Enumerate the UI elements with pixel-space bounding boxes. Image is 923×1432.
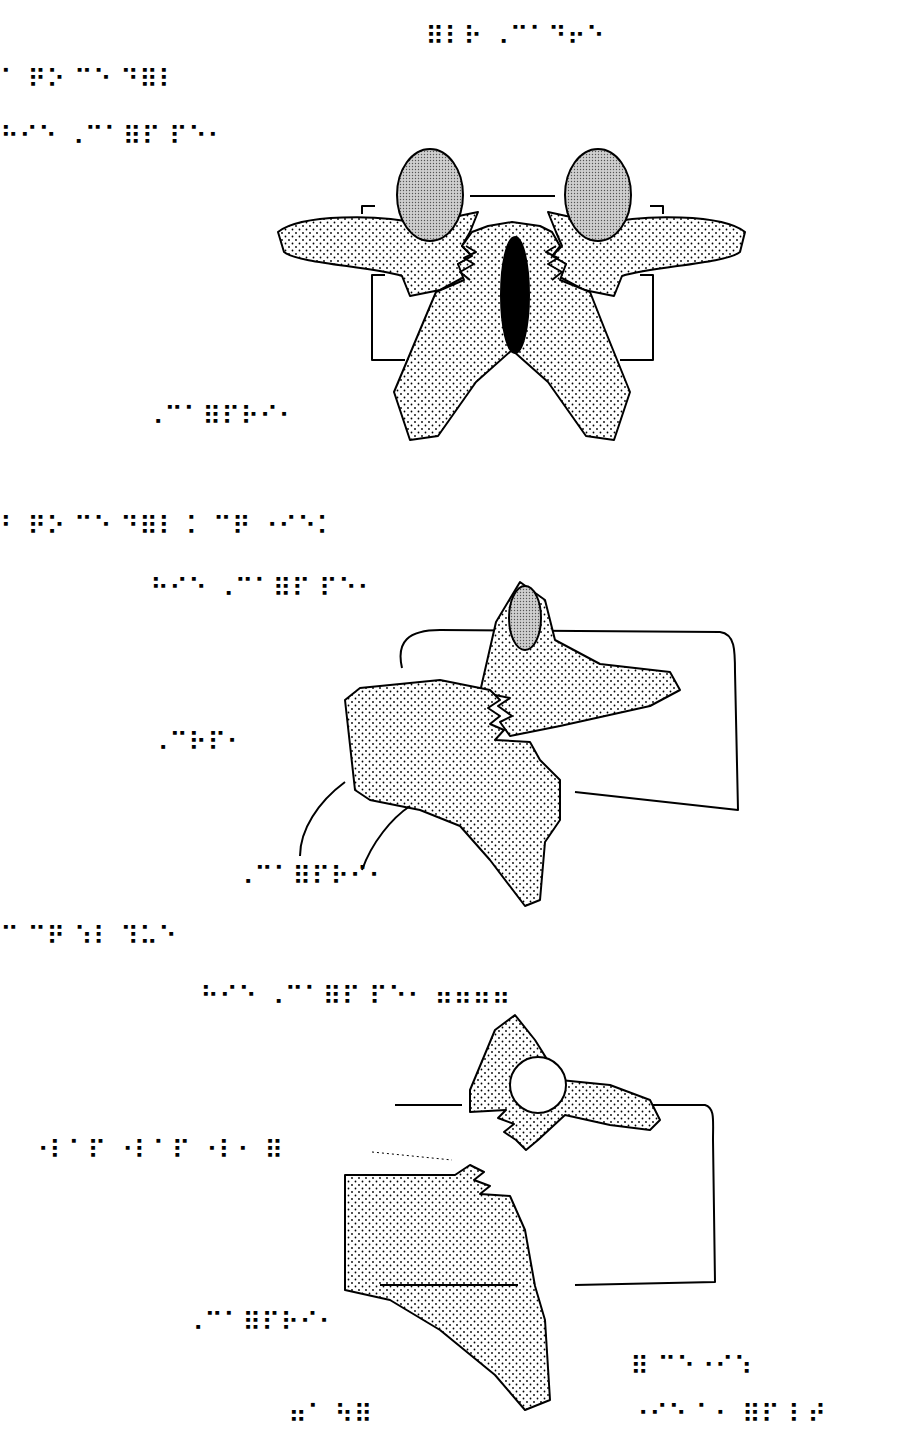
braille-label: ⠓⠊⠑ ⠠⠉⠁⠿⠏ ⠏⠑⠂ xyxy=(150,574,376,603)
braille-label: ⠠⠉⠁⠿⠏⠗⠊⠂ xyxy=(185,1308,337,1337)
diagram-title: ⠿⠇⠗ ⠠⠉⠁⠙⠖⠑ xyxy=(425,22,605,51)
braille-label: ⠉ ⠉⠟ ⠱⠇ ⠹⠥⠑ xyxy=(0,922,177,951)
braille-label: ⠶⠁ ⠳⠿ xyxy=(288,1400,372,1429)
braille-label: ⠓⠊⠑ ⠠⠉⠁⠿⠏ ⠏⠑⠂ xyxy=(0,122,226,151)
braille-label: ⠁ ⠟⠕ ⠉⠑ ⠙⠿⠇ xyxy=(0,65,177,94)
braille-label: ⠃ ⠟⠕ ⠉⠑ ⠙⠿⠇ ⠅ ⠉⠟ ⠐⠊⠑⠅ xyxy=(0,512,335,541)
braille-label: ⠿ ⠉⠑⠐⠊⠱ xyxy=(630,1352,753,1381)
braille-label: ⠠⠉⠁⠿⠏⠗⠊⠂ xyxy=(235,862,387,891)
braille-label: ⠠⠉⠗⠏⠂ xyxy=(150,728,245,757)
braille-label: ⠓⠊⠑ ⠠⠉⠁⠿⠏ ⠏⠑⠂ ⠶⠶⠶⠶ xyxy=(200,982,510,1011)
braille-label: ⠐⠇⠁⠏ ⠐⠇⠁⠏ ⠐⠇⠂ ⠿ xyxy=(30,1136,283,1165)
braille-label: ⠐⠊⠑ ⠁⠂ ⠿⠏ ⠇⠞ xyxy=(630,1400,826,1429)
braille-label: ⠠⠉⠁⠿⠏⠗⠊⠂ xyxy=(145,402,297,431)
